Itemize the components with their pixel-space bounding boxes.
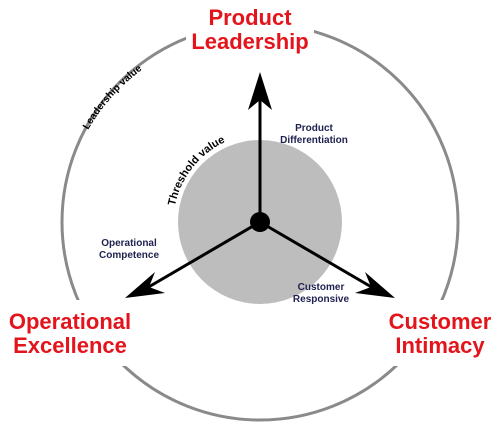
arrowhead-customer (355, 272, 395, 298)
axis-customer (259, 220, 381, 294)
product-differentiation-label: Product Differentiation (265, 123, 363, 147)
ring-gap-left (40, 300, 130, 366)
axis-operational (139, 220, 261, 294)
customer-intimacy-line-1: Customer (388, 309, 492, 334)
customer-responsive-label: Customer Responsive (276, 282, 366, 306)
leadership-value-text: Leadership value (81, 63, 144, 132)
product-leadership-line-2: Leadership (191, 29, 309, 54)
operational-competence-label: Operational Competence (84, 238, 174, 262)
product-differentiation-line-1: Product (295, 123, 333, 134)
ring-gap-top (186, 14, 314, 60)
product-leadership-line-1: Product (208, 5, 292, 30)
product-leadership-label: Product Leadership (180, 6, 320, 54)
center-hub (250, 212, 270, 232)
arrowhead-operational (125, 272, 165, 298)
operational-excellence-label: Operational Excellence (0, 310, 140, 358)
leadership-value-label: Leadership value (81, 63, 144, 132)
customer-intimacy-label: Customer Intimacy (380, 310, 500, 358)
operational-excellence-line-2: Excellence (13, 333, 127, 358)
customer-responsive-line-2: Responsive (292, 294, 350, 305)
product-differentiation-line-2: Differentiation (280, 135, 348, 146)
ring-gap-right (392, 300, 492, 366)
arrowhead-product (248, 72, 272, 110)
operational-excellence-line-1: Operational (8, 309, 132, 334)
customer-responsive-line-1: Customer (297, 282, 345, 293)
operational-competence-line-2: Competence (98, 250, 159, 261)
operational-competence-line-1: Operational (101, 238, 157, 249)
customer-intimacy-line-2: Intimacy (395, 333, 485, 358)
